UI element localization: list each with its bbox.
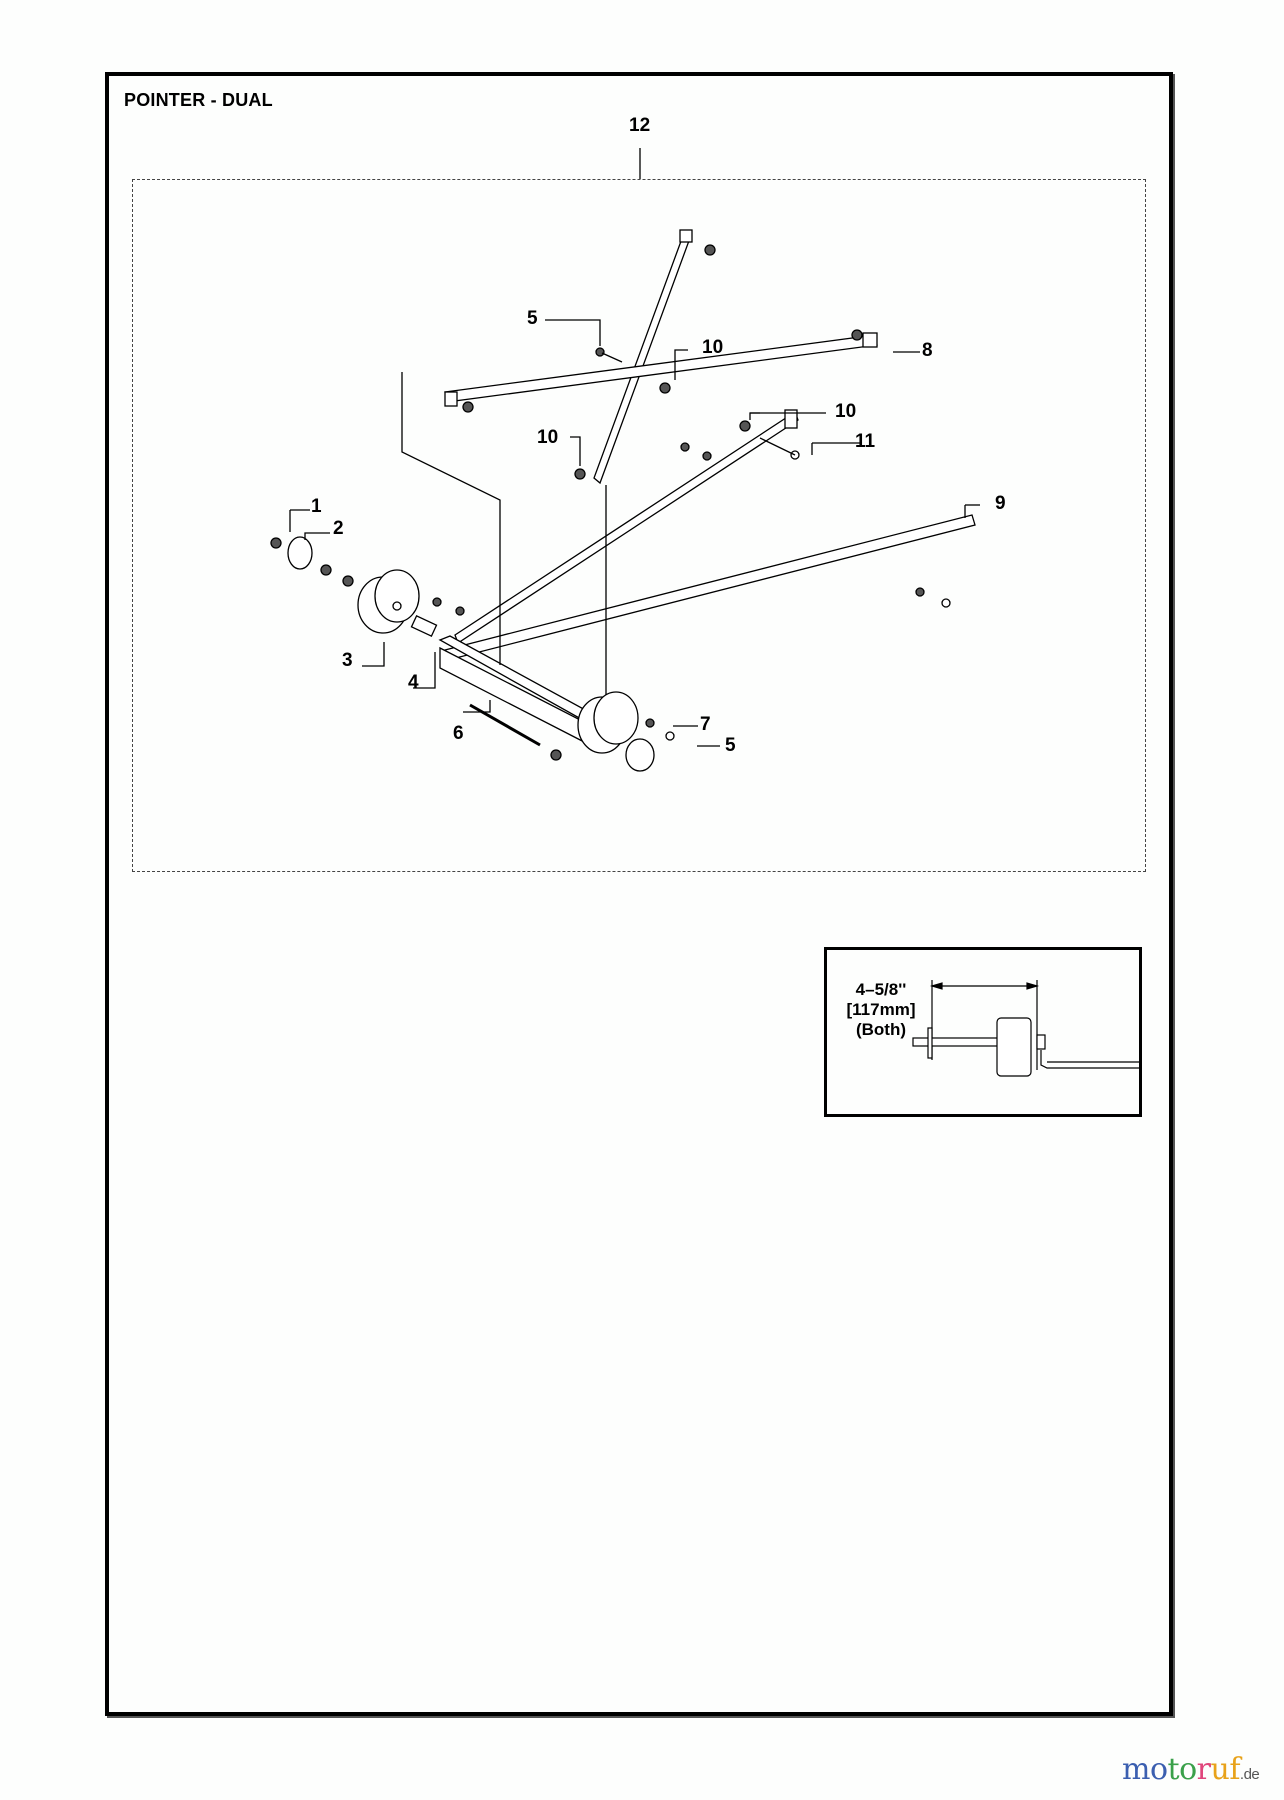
nut: [574, 468, 586, 480]
callout-3: 3: [342, 650, 353, 671]
callout-5-top: 5: [527, 308, 538, 329]
bracket-outline-left: [401, 372, 501, 665]
bolt-head: [680, 442, 690, 452]
dimension-note: (Both): [855, 1020, 907, 1039]
nut: [739, 420, 751, 432]
spacer-4: [410, 615, 438, 637]
watermark-letter: t: [1167, 1752, 1180, 1787]
nut: [851, 329, 863, 341]
bolt-head: [595, 347, 605, 357]
watermark-logo: motoruf.de: [1122, 1752, 1260, 1787]
callout-5-bottom: 5: [725, 735, 736, 756]
bracket-outline-right: [605, 485, 621, 713]
nut: [659, 382, 671, 394]
callout-7: 7: [700, 714, 711, 735]
watermark-letter: m: [1122, 1752, 1150, 1787]
assembly-boundary: [132, 179, 1146, 872]
watermark-letter: u: [1210, 1752, 1230, 1787]
callout-4: 4: [408, 672, 419, 693]
washer-2: [287, 536, 313, 570]
callout-2: 2: [333, 518, 344, 539]
dimension-label: 4–5/8'' [117mm] (Both): [841, 980, 921, 1040]
watermark-letter: f: [1229, 1752, 1240, 1787]
page-frame: [105, 72, 1173, 1716]
watermark-letter: o: [1149, 1752, 1168, 1787]
nut-1: [270, 537, 282, 549]
callout-8: 8: [922, 340, 933, 361]
nut: [462, 401, 474, 413]
watermark-letter: r: [1196, 1752, 1211, 1787]
inset-detail-drawing: [912, 980, 1139, 1077]
callout-10-left: 10: [537, 427, 559, 448]
callout-9: 9: [995, 493, 1006, 514]
detail-inset: 4–5/8'' [117mm] (Both): [824, 947, 1142, 1117]
callout-11: 11: [855, 431, 876, 452]
inset-wheel: [996, 1017, 1032, 1077]
callout-6: 6: [453, 723, 464, 744]
washer-right: [625, 738, 655, 772]
dimension-imperial: 4–5/8'': [855, 980, 907, 999]
nut: [704, 244, 716, 256]
callout-1: 1: [311, 496, 322, 517]
brace-end-tab-top: [679, 229, 693, 243]
watermark-suffix: .de: [1239, 1766, 1260, 1783]
watermark-letter: o: [1179, 1752, 1197, 1787]
dimension-metric: [117mm]: [846, 1000, 916, 1019]
callout-10-right: 10: [835, 401, 857, 422]
frame-bar-9: [444, 514, 976, 661]
callout-10-top: 10: [702, 337, 724, 358]
page-title: POINTER - DUAL: [124, 90, 273, 110]
callout-12: 12: [629, 115, 651, 136]
